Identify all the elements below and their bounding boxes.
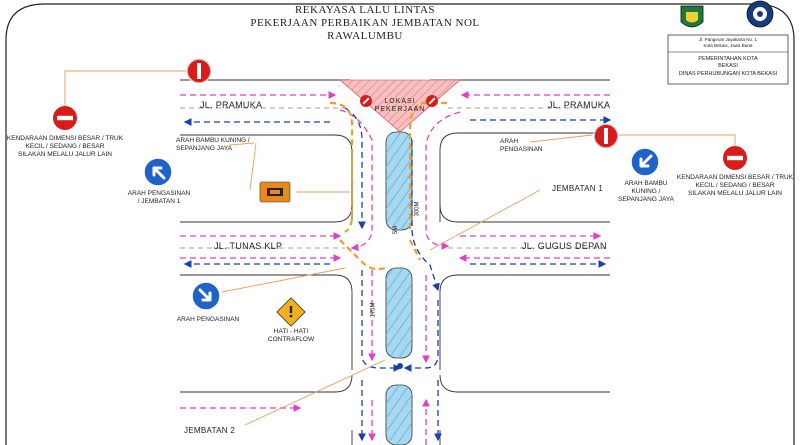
road-pramuka-left: JL. PRAMUKA <box>200 100 263 110</box>
arah-bambu-right-1: ARAH BAMBU <box>624 180 668 187</box>
no-entry-sign-left <box>53 106 77 130</box>
agency-address-1: Jl. Pangeran Jayakarta No. 1 <box>698 37 758 42</box>
work-zone-label-1: LOKASI <box>384 98 416 105</box>
contraflow-label: CONTRAFLOW <box>267 336 315 343</box>
arah-bambu-right-2: KUNING / <box>631 188 661 195</box>
distance-5m: 5M <box>393 225 400 235</box>
agency-dept: DINAS PERHUBUNGAN KOTA BEKASI <box>678 71 778 77</box>
direction-sign-right <box>630 147 660 177</box>
title-line-3: RAWALUMBU <box>327 30 403 42</box>
hati-hati-label: HATI - HATI <box>273 328 309 335</box>
detour-route <box>329 101 447 271</box>
no-entry-sign-right-top <box>593 123 619 149</box>
pointer-lines <box>64 70 736 426</box>
agency-gov-1: PEMERINTAHAN KOTA <box>698 56 758 62</box>
no-entry-left-text-3: SILAKAN MELALU JALUR LAIN <box>18 151 112 158</box>
jembatan-2-label: JEMBATAN 2 <box>184 426 236 435</box>
frame-border <box>5 3 795 445</box>
no-entry-sign-right <box>723 146 747 170</box>
agency-gov-2: BEKASI <box>718 63 738 69</box>
no-entry-sign-top-left <box>186 58 212 84</box>
no-entry-right-text-2: KECIL / SEDANG / BESAR <box>695 182 775 189</box>
work-zone-label-2: PEKERJAAN <box>374 106 426 113</box>
no-entry-left-text-2: KECIL / SEDANG / BESAR <box>25 143 105 150</box>
no-entry-small-left <box>360 95 372 107</box>
no-entry-right-text-3: SILAKAN MELALU JALUR LAIN <box>688 190 782 197</box>
agency-box <box>667 34 789 85</box>
no-entry-right-text-1: KENDARAAN DIMENSI BESAR / TRUK <box>676 174 794 181</box>
dishub-logo <box>746 0 774 28</box>
road-tunas: JL. TUNAS KLP <box>214 241 283 251</box>
jembatan-1-label: JEMBATAN 1 <box>552 184 604 193</box>
title-line-2: PEKERJAAN PERBAIKAN JEMBATAN NOL <box>250 17 480 29</box>
arah-pengasinan-bottom: ARAH PENGASINAN <box>176 316 240 323</box>
arah-bambu-right-3: SEPANJANG JAYA <box>618 196 674 203</box>
arah-bambu-left-1: ARAH BAMBU KUNING / <box>176 137 250 144</box>
warning-sign <box>276 297 306 327</box>
arah-pengasinan-top: ARAH PENGASINAN <box>500 138 543 153</box>
arah-pengasinan-j1-2: / JEMBATAN 1 <box>137 198 181 205</box>
arah-pengasinan-j1-1: ARAH PENGASINAN <box>127 190 191 197</box>
title-line-1: REKAYASA LALU LINTAS <box>294 4 436 16</box>
city-logo <box>680 5 704 28</box>
arah-bambu-left-2: SEPANJANG JAYA <box>176 145 232 152</box>
no-entry-small-right <box>426 95 438 107</box>
distance-300m: 300M <box>414 201 421 217</box>
barrier-icon <box>259 181 291 203</box>
road-pramuka-right: JL. PRAMUKA <box>548 100 611 110</box>
agency-address-2: Kota Bekasi, Jawa Barat <box>703 43 753 48</box>
road-gugus: JL. GUGUS DEPAN <box>522 241 607 251</box>
direction-sign-bottom <box>191 281 221 311</box>
distance-175m: 175M <box>370 302 377 318</box>
direction-sign-left <box>143 157 173 187</box>
no-entry-left-text-1: KENDARAAN DIMENSI BESAR / TRUK <box>6 135 124 142</box>
